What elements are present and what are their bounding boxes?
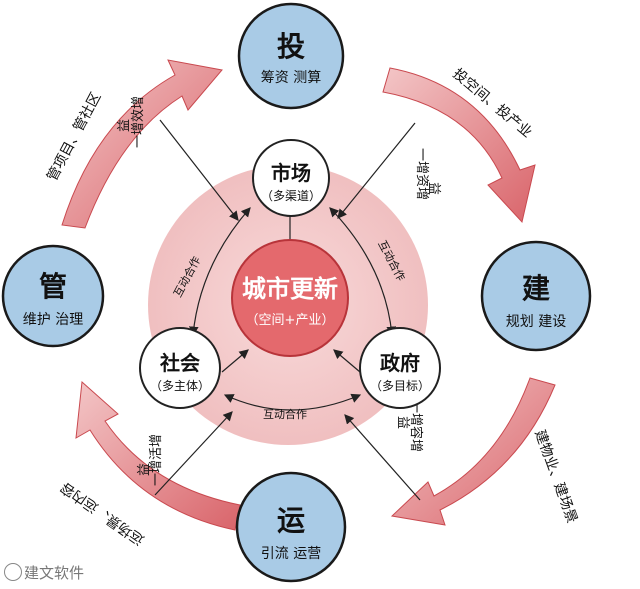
outer-node-build: 建 规划 建设 xyxy=(480,240,592,352)
benefit-lines xyxy=(154,119,421,501)
build-title: 建 xyxy=(522,272,550,305)
build-subtitle: 规划 建设 xyxy=(506,314,566,330)
connector-society-center xyxy=(221,349,249,373)
society-title: 社会 xyxy=(159,351,200,375)
arc-arrow-manage-to-invest xyxy=(61,59,223,229)
manage-title: 管 xyxy=(39,270,67,303)
operate-title: 运 xyxy=(277,504,305,537)
inner-node-society: 社会 （多主体） xyxy=(139,327,221,409)
manage-subtitle: 维护 治理 xyxy=(23,312,83,328)
center-node: 城市更新 （空间+产业） xyxy=(231,239,349,357)
benefit-bottom-right-line1: 一增容增 xyxy=(408,400,424,452)
benefit-bottom-left-line2: 益 xyxy=(137,463,152,476)
cycle-arrows xyxy=(61,59,556,531)
benefit-line-top-left xyxy=(159,119,239,221)
arc-arrow-build-to-operate xyxy=(390,377,556,526)
benefit-top-right-line2: 益 xyxy=(426,182,441,195)
interaction-curve-right xyxy=(329,207,396,337)
outer-node-operate: 运 引流 运营 xyxy=(235,471,347,583)
market-subtitle: （多渠道） xyxy=(261,189,321,203)
benefit-line-bottom-right xyxy=(344,414,421,501)
interaction-curves xyxy=(189,207,396,411)
benefit-top-left-line2: 益 xyxy=(117,119,132,132)
benefit-line-bottom-left xyxy=(154,411,233,496)
connector-government-center xyxy=(333,349,361,373)
arc-label-bottom-right: 建物业、建场景 xyxy=(531,428,580,526)
government-subtitle: （多目标） xyxy=(370,379,430,393)
center-title: 城市更新 xyxy=(242,275,338,303)
interaction-curve-bottom xyxy=(223,393,362,411)
invest-subtitle: 筹资 测算 xyxy=(261,69,321,86)
government-title: 政府 xyxy=(380,351,420,375)
interaction-curve-left xyxy=(189,207,251,337)
inner-node-government: 政府 （多目标） xyxy=(359,327,441,409)
watermark-logo-icon xyxy=(4,563,22,581)
inner-node-market: 市场 （多渠道） xyxy=(252,139,330,217)
benefit-bottom-right-line2: 益 xyxy=(395,416,410,429)
outer-node-invest: 投 筹资 测算 xyxy=(237,2,345,110)
arc-label-bottom-left: 运场景、运内容 xyxy=(57,479,147,549)
benefit-bottom-left-line1: 一增活增 xyxy=(149,434,164,486)
benefit-labels: 一增资增 益 一增容增 益 一增活增 益 一增效增 益 xyxy=(117,96,441,486)
market-title: 市场 xyxy=(271,161,311,185)
invest-title: 投 xyxy=(277,30,305,63)
watermark: 建文软件 xyxy=(4,562,84,583)
center-subtitle: （空间+产业） xyxy=(246,313,335,328)
interaction-label-bottom: 互动合作 xyxy=(263,407,307,421)
arc-arrow-operate-to-manage xyxy=(75,380,241,531)
operate-subtitle: 引流 运营 xyxy=(261,546,321,562)
benefit-top-right-line1: 一增资增 xyxy=(414,148,429,200)
watermark-text: 建文软件 xyxy=(24,564,85,582)
benefit-top-left-line1: 一增效增 xyxy=(131,96,146,148)
arc-arrow-invest-to-build xyxy=(382,67,536,224)
outer-node-manage: 管 维护 治理 xyxy=(1,244,105,348)
benefit-line-top-right xyxy=(337,122,416,219)
society-subtitle: （多主体） xyxy=(150,379,210,393)
